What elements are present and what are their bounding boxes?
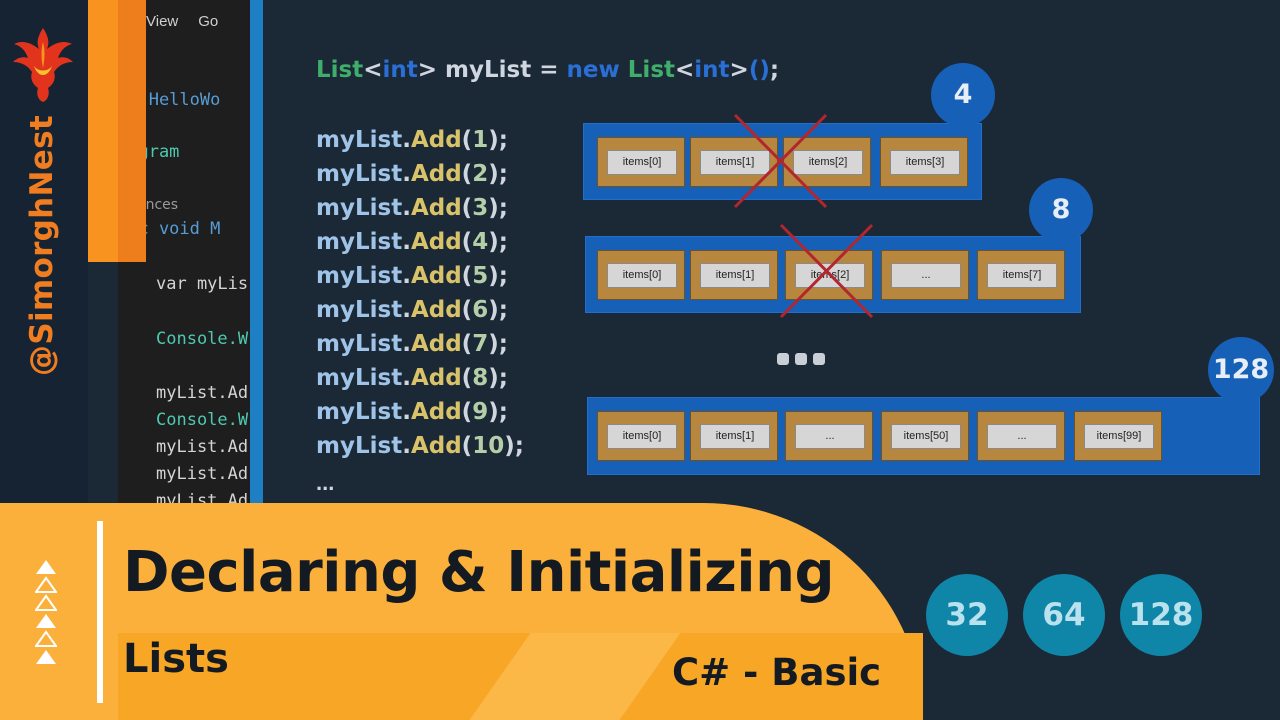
capacity-badge: 4 [931,63,995,127]
add-call: myList.Add(3); [316,195,508,221]
code-line: var myLis [156,274,249,294]
growth-circle: 32 [926,574,1008,656]
capacity-badge: 128 [1208,337,1274,403]
menu-item-view[interactable]: View [146,13,179,30]
growth-circle: 128 [1120,574,1202,656]
array-cell: items[1] [690,411,778,461]
code-line: myList.Ad [156,383,249,403]
add-call: myList.Add(7); [316,331,508,357]
array-cell: items[50] [881,411,969,461]
code-line: Console.W [156,410,249,430]
add-call: myList.Add(4); [316,229,508,255]
more-code-ellipsis: ... [316,470,335,495]
add-calls: myList.Add(1); myList.Add(2); myList.Add… [316,123,524,463]
add-call: myList.Add(5); [316,263,508,289]
add-call: myList.Add(6); [316,297,508,323]
title-banner [0,503,923,720]
code-line: myList.Ad [156,464,249,484]
add-call: myList.Add(10); [316,433,524,459]
add-call: myList.Add(9); [316,399,508,425]
array-cell: items[0] [597,137,685,187]
editor-menu: View Go [146,13,238,30]
video-subtitle: Lists [123,636,229,682]
add-call: myList.Add(8); [316,365,508,391]
array-cell: ... [785,411,873,461]
capacity-badge: 8 [1029,178,1093,242]
banner-divider [97,521,103,703]
up-arrows-icon [35,560,57,664]
array-capacity-128: items[0] items[1] ... items[50] ... item… [587,397,1260,475]
ellipsis-icon [777,352,831,370]
array-cell: items[3] [880,137,968,187]
array-cell: ... [881,250,969,300]
array-cell: ... [977,411,1065,461]
course-label: C# - Basic [672,651,882,694]
array-capacity-8: items[0] items[1] items[2] ... items[7] [585,236,1081,313]
add-call: myList.Add(2); [316,161,508,187]
orange-accent-bar [88,0,146,262]
list-declaration: List<int> myList = new List<int>(); [316,57,780,83]
menu-item-go[interactable]: Go [198,13,219,30]
channel-handle: @SimorghNest [24,115,60,376]
code-line: myList.Ad [156,437,249,457]
code-line: Console.W [156,329,249,349]
array-cell: items[0] [597,250,685,300]
phoenix-icon [13,28,73,102]
strike-cross-icon [779,223,874,319]
array-cell: items[1] [690,250,778,300]
video-title: Declaring & Initializing [123,540,835,605]
array-cell: items[0] [597,411,685,461]
add-call: myList.Add(1); [316,127,508,153]
array-cell: items[99] [1074,411,1162,461]
growth-circle: 64 [1023,574,1105,656]
strike-cross-icon [733,113,828,209]
array-cell: items[7] [977,250,1065,300]
